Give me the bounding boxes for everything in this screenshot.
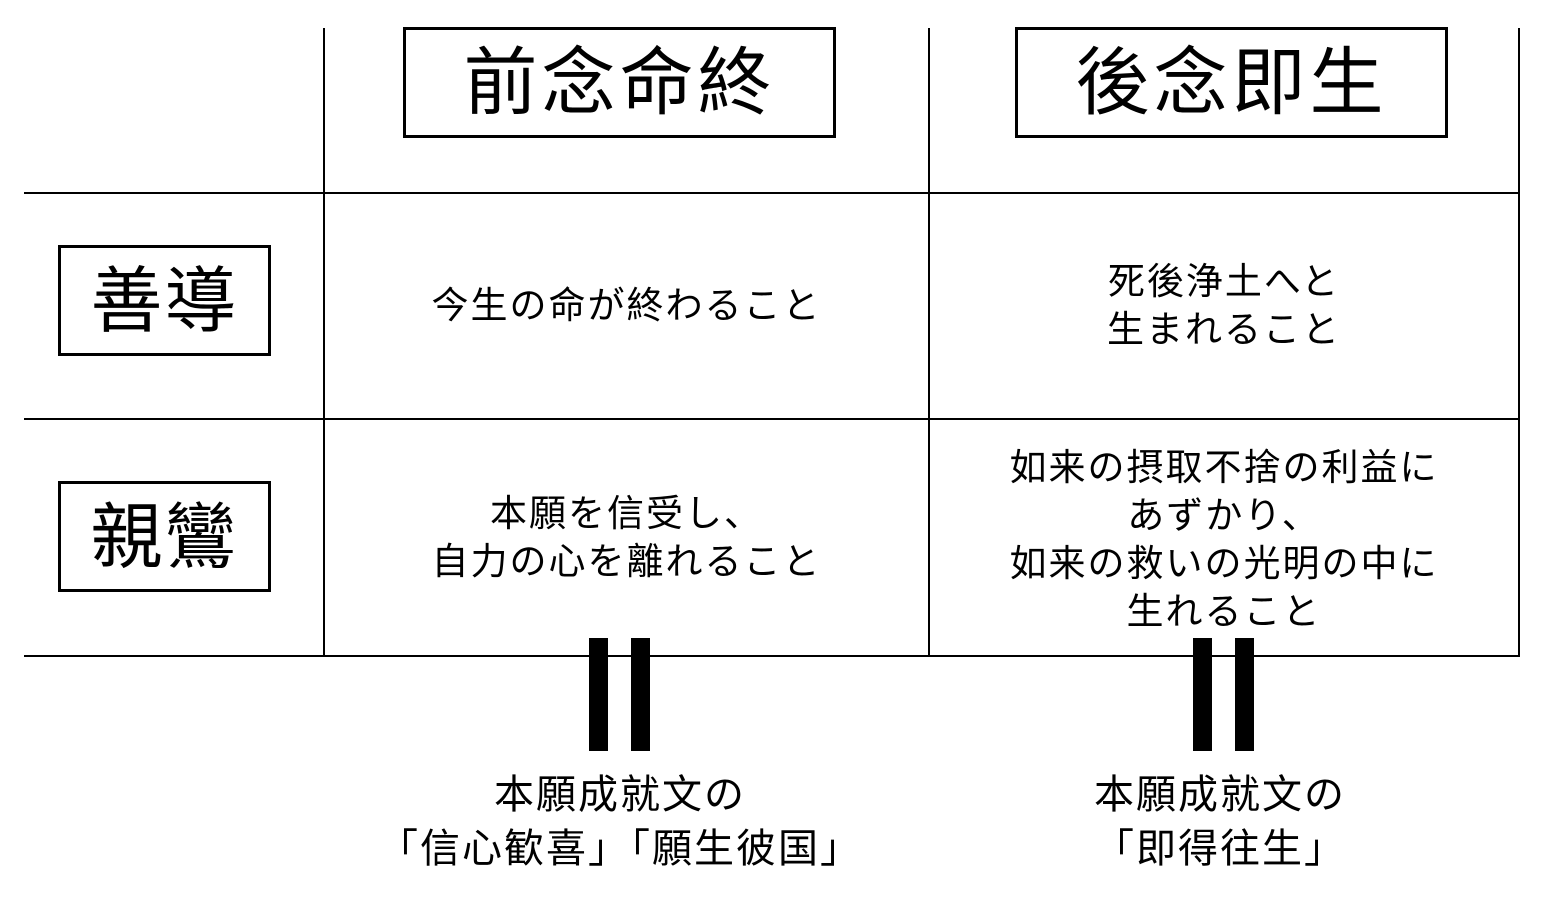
- equivalence-previous: 本願成就文の 「信心歓喜」「願生彼国」: [378, 772, 862, 872]
- cell-shinran-next-text: 如来の摂取不捨の利益に あずかり、 如来の救いの光明の中に 生れること: [1009, 446, 1439, 633]
- cell-shinran-previous-text: 本願を信受し、 自力の心を離れること: [431, 491, 822, 583]
- cell-shinran-next: 如来の摂取不捨の利益に あずかり、 如来の救いの光明の中に 生れること: [930, 440, 1518, 640]
- row-header-zendo-label: 善導: [90, 258, 239, 343]
- grid-line-col-1: [323, 28, 325, 657]
- row-header-zendo: 善導: [58, 245, 271, 356]
- cell-zendo-next: 死後浄土へと 生まれること: [930, 194, 1518, 418]
- grid-line-row-3: [24, 655, 1520, 657]
- column-header-next: 後念即生: [1015, 27, 1448, 138]
- column-header-next-label: 後念即生: [1075, 39, 1388, 126]
- cell-shinran-previous: 本願を信受し、 自力の心を離れること: [325, 420, 928, 655]
- cell-zendo-previous: 今生の命が終わること: [325, 194, 928, 418]
- grid-line-row-1: [24, 192, 1520, 194]
- column-header-previous-label: 前念命終: [463, 39, 776, 126]
- equals-previous-bar-left: [589, 638, 608, 751]
- row-header-shinran-label: 親鸞: [90, 494, 239, 579]
- equivalence-next: 本願成就文の 「即得往生」: [1094, 772, 1346, 872]
- grid-line-row-2: [24, 418, 1520, 420]
- cell-zendo-previous-text: 今生の命が終わること: [431, 284, 822, 327]
- column-header-previous: 前念命終: [403, 27, 836, 138]
- row-header-shinran: 親鸞: [58, 481, 271, 592]
- equals-next-bar-right: [1235, 638, 1254, 751]
- equals-previous-bar-right: [631, 638, 650, 751]
- cell-zendo-next-text: 死後浄土へと 生まれること: [1107, 260, 1341, 351]
- equals-next-bar-left: [1193, 638, 1212, 751]
- grid-line-col-2: [928, 28, 930, 657]
- grid-line-col-3: [1518, 28, 1520, 657]
